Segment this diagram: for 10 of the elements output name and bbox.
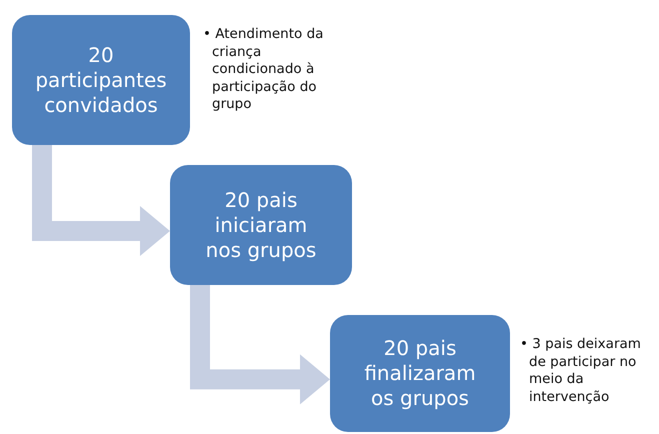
process-box — [170, 165, 352, 285]
process-box — [330, 315, 510, 432]
bullet-note: • 3 pais deixaram de participar no meio da intervenção — [520, 336, 642, 406]
box-label: 20 pais iniciaram nos grupos — [204, 188, 318, 262]
bent-arrow — [190, 285, 330, 404]
bullet-note: • Atendimento da criança condicionado à participação do grupo — [203, 26, 324, 114]
box-label: 20 pais finalizaram os grupos — [363, 336, 477, 411]
box-label: 20 participantes convidados — [35, 42, 167, 118]
bent-arrow — [32, 145, 170, 256]
process-box — [12, 15, 190, 145]
